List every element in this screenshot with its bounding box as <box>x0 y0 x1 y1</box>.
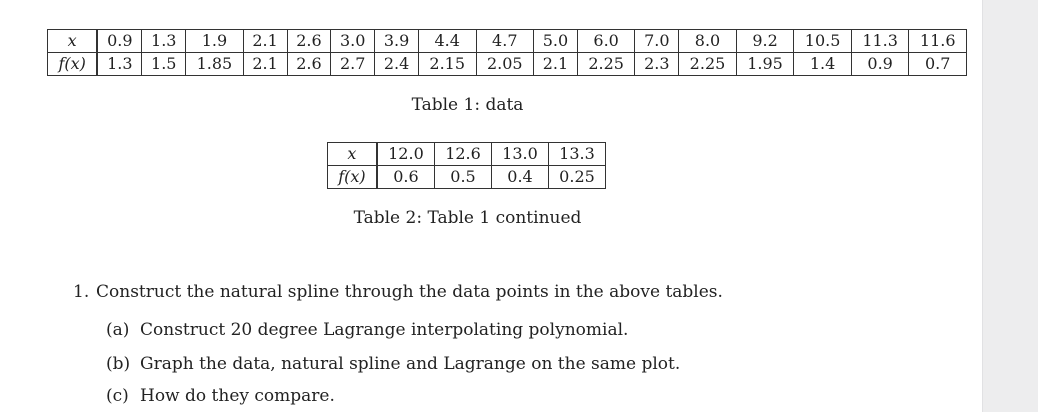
part-text: Construct 20 degree Lagrange interpolati… <box>140 320 629 340</box>
row-header-x: x <box>47 29 99 53</box>
row-header-fx: f(x) <box>47 52 99 76</box>
x-value-cell: 9.2 <box>735 29 795 53</box>
x-value-cell: 3.0 <box>330 29 376 53</box>
part-text: How do they compare. <box>140 386 335 406</box>
row-header-fx: f(x) <box>326 165 378 189</box>
problem-statement: 1. Construct the natural spline through t… <box>73 282 723 302</box>
problem-part-c: (c) How do they compare. <box>106 386 335 406</box>
problem-text: Construct the natural spline through the… <box>96 282 723 302</box>
fx-value-cell: 2.4 <box>374 52 419 76</box>
fx-value-cell: 2.3 <box>634 52 680 76</box>
x-value-cell: 12.0 <box>376 142 436 166</box>
table-2-caption: Table 2: Table 1 continued <box>353 208 582 228</box>
x-value-cell: 2.6 <box>286 29 332 53</box>
x-value-cell: 6.0 <box>576 29 636 53</box>
x-value-cell: 5.0 <box>533 29 578 53</box>
fx-value-cell: 0.5 <box>434 165 492 189</box>
part-text: Graph the data, natural spline and Lagra… <box>140 354 681 374</box>
fx-value-cell: 0.25 <box>547 165 607 189</box>
problem-number: 1. <box>73 282 90 302</box>
x-value-cell: 7.0 <box>634 29 680 53</box>
fx-value-cell: 2.7 <box>330 52 376 76</box>
x-value-cell: 2.1 <box>242 29 288 53</box>
fx-value-cell: 0.6 <box>376 165 436 189</box>
fx-value-cell: 2.05 <box>475 52 535 76</box>
x-value-cell: 1.9 <box>185 29 244 53</box>
fx-value-cell: 1.85 <box>185 52 244 76</box>
part-label: (c) <box>106 386 129 406</box>
problem-part-a: (a) Construct 20 degree Lagrange interpol… <box>106 320 628 340</box>
fx-value-cell: 2.1 <box>242 52 288 76</box>
part-label: (b) <box>106 354 131 374</box>
fx-value-cell: 1.5 <box>141 52 187 76</box>
x-value-cell: 3.9 <box>374 29 419 53</box>
fx-value-cell: 2.25 <box>576 52 636 76</box>
x-value-cell: 0.9 <box>96 29 143 53</box>
fx-value-cell: 2.1 <box>533 52 578 76</box>
viewer-scrollbar[interactable] <box>982 0 1038 412</box>
fx-value-cell: 2.25 <box>678 52 737 76</box>
fx-value-cell: 1.3 <box>96 52 143 76</box>
x-value-cell: 4.4 <box>417 29 477 53</box>
fx-value-cell: 2.15 <box>417 52 477 76</box>
x-value-cell: 10.5 <box>793 29 852 53</box>
fx-value-cell: 1.95 <box>735 52 795 76</box>
x-value-cell: 1.3 <box>141 29 187 53</box>
x-value-cell: 11.6 <box>908 29 967 53</box>
fx-value-cell: 0.7 <box>908 52 967 76</box>
x-value-cell: 13.0 <box>491 142 549 166</box>
x-value-cell: 4.7 <box>475 29 535 53</box>
fx-value-cell: 0.4 <box>491 165 549 189</box>
part-label: (a) <box>106 320 130 340</box>
fx-value-cell: 2.6 <box>286 52 332 76</box>
x-value-cell: 11.3 <box>850 29 910 53</box>
problem-part-b: (b) Graph the data, natural spline and La… <box>106 354 680 374</box>
fx-value-cell: 0.9 <box>850 52 910 76</box>
fx-value-cell: 1.4 <box>793 52 852 76</box>
x-value-cell: 13.3 <box>547 142 607 166</box>
row-header-x: x <box>326 142 378 166</box>
x-value-cell: 12.6 <box>434 142 492 166</box>
x-value-cell: 8.0 <box>678 29 737 53</box>
table-1-caption: Table 1: data <box>411 95 524 115</box>
